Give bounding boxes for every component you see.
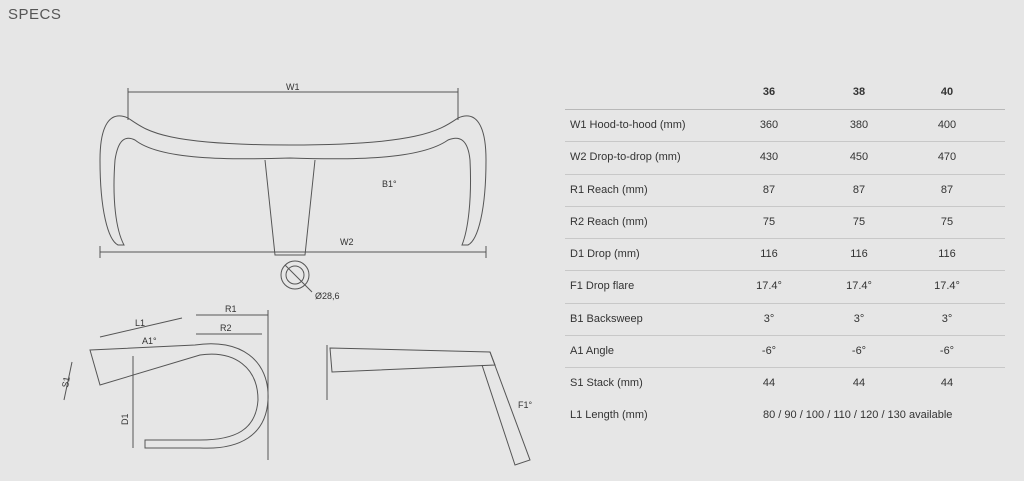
- row-value: 430: [759, 151, 779, 164]
- label-s1: S1: [60, 376, 72, 389]
- row-value: 44: [762, 377, 776, 390]
- row-value: 17.4°: [756, 280, 782, 293]
- section-title: SPECS: [8, 6, 62, 23]
- table-row: R2 Reach (mm) 75 75 75: [565, 207, 1005, 240]
- table-row: W1 Hood-to-hood (mm) 360 380 400: [565, 110, 1005, 143]
- label-b1: B1°: [382, 179, 397, 189]
- row-label: D1 Drop (mm): [570, 248, 640, 261]
- row-value: 87: [940, 183, 954, 196]
- row-value: 17.4°: [846, 280, 872, 293]
- table-row: D1 Drop (mm) 116 116 116: [565, 239, 1005, 272]
- row-value: 116: [760, 248, 778, 261]
- row-value: 44: [940, 377, 954, 390]
- row-value: 400: [937, 119, 957, 131]
- label-a1: A1°: [142, 336, 157, 346]
- row-label: A1 Angle: [570, 345, 615, 358]
- row-label: R1 Reach (mm): [570, 183, 648, 196]
- row-value: 44: [852, 377, 866, 390]
- row-value: 75: [940, 215, 954, 228]
- row-value: 116: [850, 248, 868, 261]
- top-view-diagram: F1°: [326, 345, 533, 466]
- table-row: W2 Drop-to-drop (mm) 430 450 470: [565, 142, 1005, 175]
- row-label: W1 Hood-to-hood (mm): [570, 119, 686, 131]
- row-value: 3°: [853, 312, 865, 325]
- table-row: B1 Backsweep 3° 3° 3°: [565, 304, 1005, 337]
- table-row: F1 Drop flare 17.4° 17.4° 17.4°: [565, 271, 1005, 304]
- column-header: 36: [762, 86, 776, 98]
- label-w1: W1: [286, 82, 300, 92]
- row-value: 450: [849, 151, 869, 164]
- row-value: 17.4°: [934, 280, 960, 293]
- label-r2: R2: [220, 323, 232, 333]
- handlebar-diagrams: W1 W2 B1° Ø28,6 R1 R2 L1 A1° S1 D1 F1°: [60, 82, 533, 466]
- row-value: 116: [938, 248, 956, 261]
- label-w2: W2: [340, 237, 354, 247]
- front-view-diagram: W1 W2 B1° Ø28,6: [99, 82, 487, 301]
- row-value: 87: [852, 183, 866, 196]
- row-label: R2 Reach (mm): [570, 215, 648, 228]
- row-value: 380: [849, 119, 869, 131]
- label-d1: D1: [120, 413, 130, 425]
- row-value: 470: [937, 151, 957, 164]
- row-value: 87: [762, 183, 776, 196]
- row-value: 75: [762, 215, 776, 228]
- table-header: 36 38 40: [565, 78, 1005, 110]
- row-label: W2 Drop-to-drop (mm): [570, 151, 681, 164]
- label-f1: F1°: [518, 400, 533, 410]
- row-label: F1 Drop flare: [570, 280, 635, 293]
- row-label: B1 Backsweep: [570, 312, 643, 325]
- row-value: 3°: [763, 312, 775, 325]
- row-value: 80 / 90 / 100 / 110 / 120 / 130 availabl…: [763, 408, 953, 421]
- label-d28: Ø28,6: [315, 291, 340, 301]
- column-header: 40: [940, 86, 954, 98]
- side-view-diagram: R1 R2 L1 A1° S1 D1: [60, 304, 269, 460]
- row-value: -6°: [939, 345, 955, 358]
- table-row: S1 Stack (mm) 44 44 44: [565, 368, 1005, 399]
- row-label: S1 Stack (mm): [570, 377, 643, 390]
- column-header: 38: [852, 86, 866, 98]
- table-row: R1 Reach (mm) 87 87 87: [565, 175, 1005, 207]
- table-row: A1 Angle -6° -6° -6°: [565, 336, 1005, 369]
- row-value: 360: [759, 119, 779, 131]
- row-value: 3°: [941, 312, 953, 325]
- label-l1: L1: [135, 318, 145, 328]
- row-value: -6°: [761, 345, 777, 358]
- table-row: L1 Length (mm) 80 / 90 / 100 / 110 / 120…: [565, 400, 1005, 431]
- row-label: L1 Length (mm): [570, 408, 648, 421]
- label-r1: R1: [225, 304, 237, 314]
- row-value: -6°: [851, 345, 867, 358]
- row-value: 75: [852, 215, 866, 228]
